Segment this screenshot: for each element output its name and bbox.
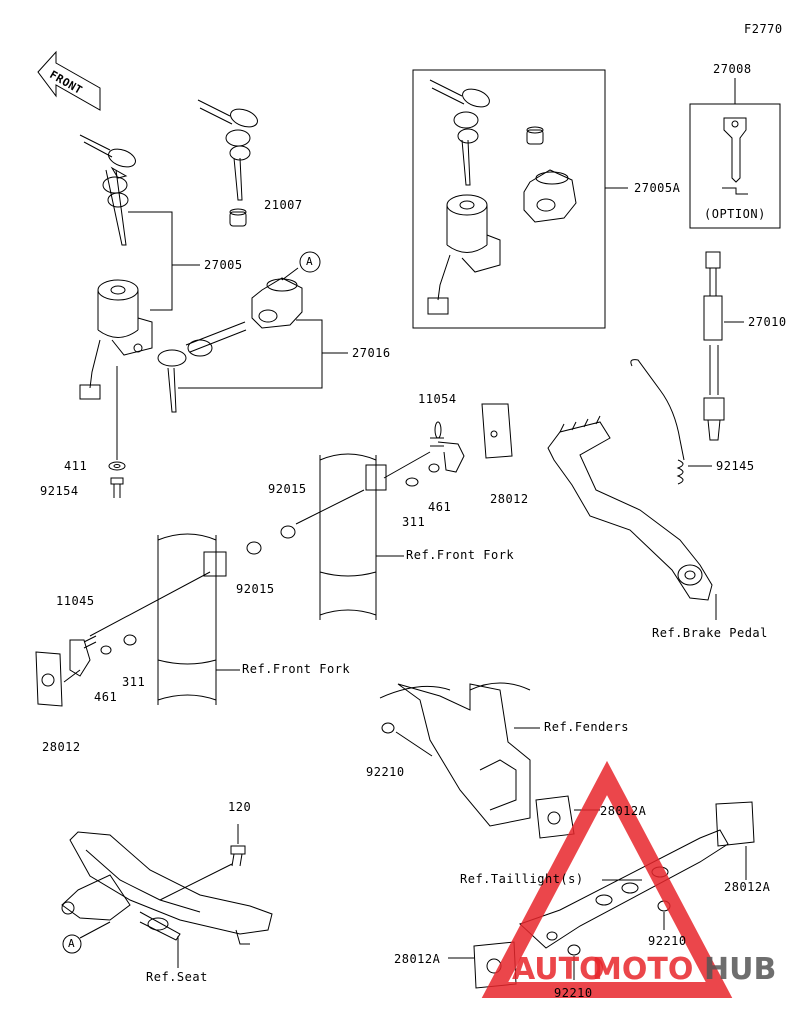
watermark-text-auto: AUTO xyxy=(512,952,605,987)
part-label-27016[interactable]: 27016 xyxy=(352,346,391,360)
front-fork-right-icon xyxy=(319,453,387,620)
part-label-92015-left[interactable]: 92015 xyxy=(236,582,275,596)
lock-cap-21007-icon xyxy=(229,208,247,227)
part-label-311-left[interactable]: 311 xyxy=(122,675,146,689)
part-label-28012A-center[interactable]: 28012A xyxy=(600,804,647,818)
spring-92145-icon xyxy=(630,359,685,485)
ignition-switch-27005A-icon xyxy=(427,194,501,315)
part-label-11045[interactable]: 11045 xyxy=(56,594,95,608)
part-label-461-right[interactable]: 461 xyxy=(428,500,452,514)
seat-lock-27016-icon xyxy=(251,277,303,329)
part-label-28012-right[interactable]: 28012 xyxy=(490,492,529,506)
watermark-text-hub: HUB xyxy=(704,952,777,987)
part-label-92210-top[interactable]: 92210 xyxy=(366,765,405,779)
front-fork-left-icon xyxy=(157,533,227,705)
reflector-28012A-center-icon xyxy=(535,795,575,839)
reflector-28012-right-icon xyxy=(481,403,513,459)
bracket-11054-icon xyxy=(430,421,465,473)
key-set-27016-icon xyxy=(157,321,247,413)
part-label-92210-bottom[interactable]: 92210 xyxy=(554,986,593,1000)
reflector-28012-left-icon xyxy=(35,651,63,707)
bolt-92154-icon xyxy=(110,477,124,498)
watermark-text-moto: MOTO xyxy=(592,952,694,987)
seat-grab-rail-icon xyxy=(61,831,273,945)
brake-pedal-icon xyxy=(547,415,713,601)
reflector-28012A-right-icon xyxy=(715,801,755,847)
washer-411-icon xyxy=(108,461,126,471)
part-label-11054[interactable]: 11054 xyxy=(418,392,457,406)
nut-311-right-icon xyxy=(405,477,419,487)
front-arrow-icon xyxy=(37,50,101,111)
part-label-311-right[interactable]: 311 xyxy=(402,515,426,529)
bracket-11045-icon xyxy=(69,635,97,677)
part-label-92015-right[interactable]: 92015 xyxy=(268,482,307,496)
part-label-27008[interactable]: 27008 xyxy=(713,62,752,76)
part-label-27005A[interactable]: 27005A xyxy=(634,181,681,195)
callout-a-label-seat: A xyxy=(68,937,76,950)
part-label-21007[interactable]: 21007 xyxy=(264,198,303,212)
part-label-27005[interactable]: 27005 xyxy=(204,258,243,272)
key-set-27005-icon xyxy=(79,134,136,246)
ref-front-fork-left[interactable]: Ref.Front Fork xyxy=(242,662,351,676)
key-set-27005A-icon xyxy=(429,79,490,186)
part-label-92154[interactable]: 92154 xyxy=(40,484,79,498)
switch-27010-icon xyxy=(703,251,725,441)
nut-92015-left-icon xyxy=(246,541,262,555)
part-label-461-left[interactable]: 461 xyxy=(94,690,118,704)
ref-fenders[interactable]: Ref.Fenders xyxy=(544,720,629,734)
nut-92210-bottom-icon xyxy=(567,944,581,956)
part-label-411[interactable]: 411 xyxy=(64,459,88,473)
nut-92210-top-icon xyxy=(381,722,395,734)
callout-a-label: A xyxy=(306,255,314,268)
figure-code: F2770 xyxy=(744,22,783,36)
ignition-switch-27005-icon xyxy=(79,279,153,400)
ref-front-fork-right[interactable]: Ref.Front Fork xyxy=(406,548,515,562)
part-label-92145[interactable]: 92145 xyxy=(716,459,755,473)
part-label-28012A-left[interactable]: 28012A xyxy=(394,952,441,966)
part-label-28012A-right[interactable]: 28012A xyxy=(724,880,771,894)
bolt-120-icon xyxy=(230,845,246,867)
seat-lock-27005A-icon xyxy=(523,169,577,223)
callout-a-circle-seat xyxy=(62,934,82,954)
washer-461-right-icon xyxy=(428,463,440,473)
ref-brake-pedal[interactable]: Ref.Brake Pedal xyxy=(652,626,768,640)
part-label-92210-mid[interactable]: 92210 xyxy=(648,934,687,948)
callout-a-circle xyxy=(299,251,321,273)
ref-taillights[interactable]: Ref.Taillight(s) xyxy=(460,872,584,886)
part-label-28012-left[interactable]: 28012 xyxy=(42,740,81,754)
fender-bracket-icon xyxy=(379,682,531,827)
option-label: (OPTION) xyxy=(704,207,766,221)
part-label-27010[interactable]: 27010 xyxy=(748,315,787,329)
nut-311-left-icon xyxy=(123,634,137,646)
key-27008-icon xyxy=(722,117,748,195)
nut-92015-right-icon xyxy=(280,525,296,539)
key-set-21007-icon xyxy=(197,99,258,201)
washer-461-left-icon xyxy=(100,645,112,655)
lock-cap-27005A-icon xyxy=(526,126,544,145)
kit-27005A-box xyxy=(412,69,606,329)
ref-seat[interactable]: Ref.Seat xyxy=(146,970,208,984)
watermark-logo-icon xyxy=(481,760,733,998)
part-label-120[interactable]: 120 xyxy=(228,800,252,814)
